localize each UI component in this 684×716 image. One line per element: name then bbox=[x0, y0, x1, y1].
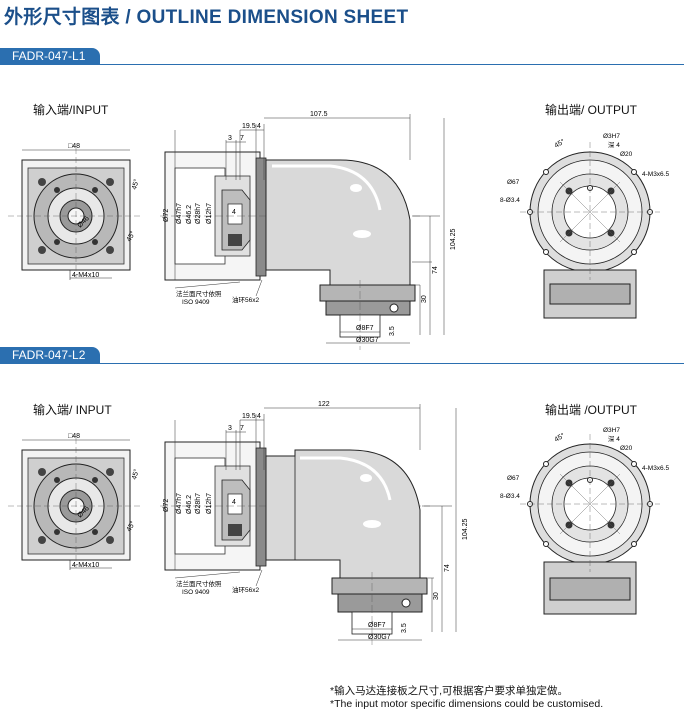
input-section-view: Ø72 Ø47h7 Ø46.2 Ø28h7 Ø12h7 4 19.5 3 4 7… bbox=[160, 413, 430, 596]
out-dim-d3h7: Ø3H7 bbox=[603, 133, 620, 140]
drawing-l1: □48 45° 45° Ø46 4-M4x10 Ø72 Ø47h7 Ø bbox=[8, 111, 669, 350]
dim-d46-2: Ø46.2 bbox=[186, 205, 193, 224]
out-dim-holes-8: 8-Ø3.4 bbox=[500, 197, 520, 204]
dim-4-depth: 4 bbox=[232, 209, 236, 216]
dim-19-5: 19.5 bbox=[242, 413, 256, 420]
dim-d47h7: Ø47h7 bbox=[176, 203, 183, 224]
input-end-view: □48 45° 45° Ø46 4-M4x10 bbox=[8, 143, 141, 280]
out-dim-m3x6-5: 4-M3x6.5 bbox=[642, 171, 669, 178]
dim-height-3-5: 3.5 bbox=[389, 326, 396, 336]
output-view-label: 输出端/ OUTPUT bbox=[545, 103, 637, 117]
section-rule bbox=[0, 64, 684, 65]
dim-d8f7: Ø8F7 bbox=[368, 622, 386, 629]
dim-angle-45-top: 45° bbox=[130, 178, 141, 190]
dim-height-30: 30 bbox=[433, 592, 440, 600]
out-dim-holes-8: 8-Ø3.4 bbox=[500, 493, 520, 500]
dim-height-104-25: 104.25 bbox=[462, 518, 469, 540]
out-dim-d3h7: Ø3H7 bbox=[603, 427, 620, 434]
dim-height-30: 30 bbox=[421, 295, 428, 303]
dim-3: 3 bbox=[228, 135, 232, 142]
dim-d72: Ø72 bbox=[163, 499, 170, 512]
model-tab-l2: FADR-047-L2 bbox=[0, 347, 100, 364]
dim-height-3-5: 3.5 bbox=[401, 623, 408, 633]
out-dim-d20: Ø20 bbox=[620, 151, 633, 158]
out-dim-deep-4: 深 4 bbox=[608, 434, 620, 443]
out-dim-d20: Ø20 bbox=[620, 445, 633, 452]
oil-ring-label: 油环56x2 bbox=[232, 295, 259, 304]
out-dim-d67: Ø67 bbox=[507, 179, 520, 186]
flange-note: 法兰面尺寸依照 bbox=[176, 579, 222, 588]
output-end-view: 45° Ø3H7 深 4 Ø20 4-M3x6.5 Ø67 8-Ø3.4 bbox=[500, 427, 669, 615]
dim-d12h7: Ø12h7 bbox=[206, 203, 213, 224]
dim-d28h7: Ø28h7 bbox=[195, 203, 202, 224]
input-view-label: 输入端/INPUT bbox=[33, 103, 109, 117]
dim-thread-m4x10: 4-M4x10 bbox=[72, 562, 99, 569]
dim-7: 7 bbox=[240, 425, 244, 432]
page-title: 外形尺寸图表 / OUTLINE DIMENSION SHEET bbox=[4, 7, 409, 28]
input-end-view: □48 45° 45° Ø46 4-M4x10 bbox=[8, 433, 141, 570]
flange-note: 法兰面尺寸依照 bbox=[176, 289, 222, 298]
dim-height-104-25: 104.25 bbox=[450, 228, 457, 250]
gear-body-side: 107.5 104.25 74 30 3.5 Ø8F7 Ø30G7 bbox=[264, 111, 457, 350]
dim-3: 3 bbox=[228, 425, 232, 432]
dim-thread-m4x10: 4-M4x10 bbox=[72, 272, 99, 279]
footnote-en: *The input motor specific dimensions cou… bbox=[330, 698, 604, 710]
oil-ring-label: 油环56x2 bbox=[232, 585, 259, 594]
dim-square-48: □48 bbox=[68, 433, 80, 440]
dim-total-length: 122 bbox=[318, 401, 330, 408]
footnote-cn: *输入马达连接板之尺寸,可根据客户要求单独定做。 bbox=[330, 685, 569, 697]
gear-body-side: 122 104.25 74 30 3.5 Ø8F7 Ø30G7 bbox=[264, 401, 469, 645]
dim-height-74: 74 bbox=[432, 266, 439, 274]
input-view-label: 输入端/ INPUT bbox=[33, 403, 112, 417]
out-dim-deep-4: 深 4 bbox=[608, 140, 620, 149]
model-tab-l1: FADR-047-L1 bbox=[0, 48, 100, 65]
dim-square-48: □48 bbox=[68, 143, 80, 150]
output-end-view: 45° Ø3H7 深 4 Ø20 4-M3x6.5 Ø67 8-Ø3.4 bbox=[500, 133, 669, 319]
out-dim-angle-45: 45° bbox=[553, 137, 566, 149]
dim-d30g7: Ø30G7 bbox=[368, 634, 391, 641]
dim-4: 4 bbox=[257, 413, 261, 420]
out-dim-m3x6-5: 4-M3x6.5 bbox=[642, 465, 669, 472]
dim-7: 7 bbox=[240, 135, 244, 142]
dim-d47h7: Ø47h7 bbox=[176, 493, 183, 514]
dim-4-depth: 4 bbox=[232, 499, 236, 506]
dim-d28h7: Ø28h7 bbox=[195, 493, 202, 514]
section-rule bbox=[0, 363, 684, 364]
dim-angle-45-top: 45° bbox=[130, 468, 141, 480]
input-section-view: Ø72 Ø47h7 Ø46.2 Ø28h7 Ø12h7 4 19.5 3 4 7… bbox=[160, 123, 420, 306]
out-dim-d67: Ø67 bbox=[507, 475, 520, 482]
iso-standard: ISO 9409 bbox=[182, 589, 210, 596]
iso-standard: ISO 9409 bbox=[182, 299, 210, 306]
dim-d46-2: Ø46.2 bbox=[186, 495, 193, 514]
out-dim-angle-45: 45° bbox=[553, 431, 566, 443]
dim-d30g7: Ø30G7 bbox=[356, 337, 379, 344]
dim-d12h7: Ø12h7 bbox=[206, 493, 213, 514]
dim-d72: Ø72 bbox=[163, 209, 170, 222]
dim-height-74: 74 bbox=[444, 564, 451, 572]
dim-4: 4 bbox=[257, 123, 261, 130]
drawing-l2: □48 45° 45° Ø46 4-M4x10 Ø72 Ø47h7 Ø bbox=[8, 401, 669, 645]
dim-19-5: 19.5 bbox=[242, 123, 256, 130]
dim-total-length: 107.5 bbox=[310, 111, 328, 118]
output-view-label: 输出端 /OUTPUT bbox=[545, 403, 637, 417]
dim-d8f7: Ø8F7 bbox=[356, 325, 374, 332]
